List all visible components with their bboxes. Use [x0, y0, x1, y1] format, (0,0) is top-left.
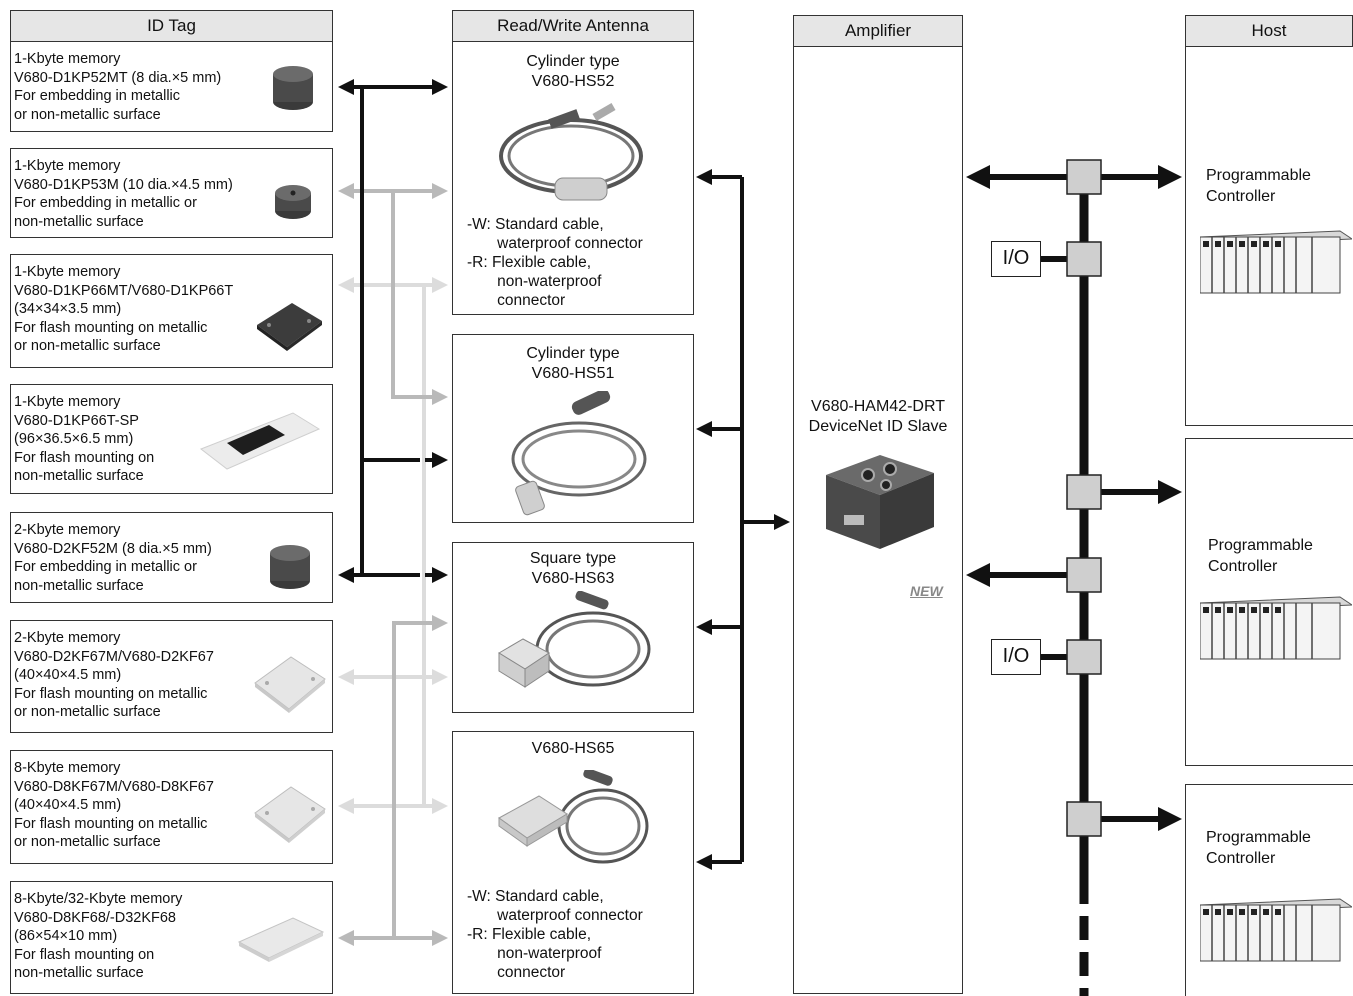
tag-box: 1-Kbyte memory V680-D1KP53M (10 dia.×4.5… — [10, 148, 333, 238]
cylinder-antenna-icon — [511, 391, 647, 516]
tag-box: 2-Kbyte memory V680-D2KF52M (8 dia.×5 mm… — [10, 512, 333, 603]
rect-tag-icon — [237, 917, 325, 962]
round-tag-icon — [273, 66, 313, 110]
antenna-title: Square type V680-HS63 — [529, 550, 617, 587]
amplifier-model: V680-HAM42-DRT DeviceNet ID Slave — [808, 398, 948, 435]
amplifier-box: V680-HAM42-DRT DeviceNet ID Slave NEW — [793, 46, 963, 994]
square-tag-icon — [254, 656, 326, 713]
header-host: Host — [1185, 15, 1353, 47]
tag-box: 1-Kbyte memory V680-D1KP52MT (8 dia.×5 m… — [10, 41, 333, 132]
host-label: Programmable Controller — [1208, 537, 1313, 575]
header-antenna: Read/Write Antenna — [452, 10, 694, 42]
tag-description: 1-Kbyte memory V680-D1KP52MT (8 dia.×5 m… — [14, 51, 222, 123]
tag-box: 1-Kbyte memory V680-D1KP66T-SP (96×36.5×… — [10, 384, 333, 494]
host-label: Programmable Controller — [1206, 167, 1311, 205]
tag-description: 1-Kbyte memory V680-D1KP66T-SP (96×36.5×… — [14, 394, 155, 484]
sealed-tag-icon — [199, 412, 321, 470]
plc-icon — [1200, 596, 1352, 660]
tag-box: 8-Kbyte memory V680-D8KF67M/V680-D8KF67 … — [10, 750, 333, 864]
antenna-box: V680-HS65 -W: Standard cable, waterproof… — [452, 731, 694, 994]
antenna-box: Cylinder type V680-HS51 — [452, 334, 694, 523]
plc-icon — [1200, 230, 1352, 294]
t-connectors — [1066, 159, 1102, 837]
square-tag-icon — [257, 303, 322, 351]
tag-description: 1-Kbyte memory V680-D1KP53M (10 dia.×4.5… — [14, 158, 233, 230]
antenna-title: Cylinder type V680-HS51 — [526, 345, 620, 382]
antenna-box: Square type V680-HS63 — [452, 542, 694, 713]
io-label: I/O — [991, 639, 1041, 675]
antenna-title: V680-HS65 — [531, 740, 615, 757]
plc-icon — [1200, 898, 1352, 962]
round-tag-icon — [275, 185, 311, 219]
antenna-notes: -W: Standard cable, waterproof connector… — [467, 216, 643, 309]
tag-box: 1-Kbyte memory V680-D1KP66MT/V680-D1KP66… — [10, 254, 333, 368]
antenna-amp-links — [696, 169, 790, 870]
square-antenna-icon — [498, 770, 649, 864]
host-box: Programmable Controller — [1185, 46, 1353, 426]
square-antenna-icon — [498, 591, 651, 688]
tag-description: 8-Kbyte/32-Kbyte memory V680-D8KF68/-D32… — [14, 891, 183, 981]
new-badge: NEW — [910, 583, 943, 599]
round-tag-icon — [270, 545, 310, 589]
tag-description: 1-Kbyte memory V680-D1KP66MT/V680-D1KP66… — [14, 264, 234, 354]
antenna-notes: -W: Standard cable, waterproof connector… — [467, 888, 643, 981]
tag-description: 8-Kbyte memory V680-D8KF67M/V680-D8KF67 … — [14, 760, 214, 850]
antenna-box: Cylinder type V680-HS52 -W: Standard cab… — [452, 41, 694, 315]
trunk-branches — [966, 165, 1182, 831]
host-box: Programmable Controller — [1185, 784, 1353, 996]
tag-description: 2-Kbyte memory V680-D2KF67M/V680-D2KF67 … — [14, 630, 214, 720]
tag-box: 2-Kbyte memory V680-D2KF67M/V680-D2KF67 … — [10, 620, 333, 733]
tag-box: 8-Kbyte/32-Kbyte memory V680-D8KF68/-D32… — [10, 881, 333, 994]
header-amplifier: Amplifier — [793, 15, 963, 47]
black-links — [338, 79, 448, 583]
gray-links — [338, 183, 448, 946]
amplifier-unit-icon — [826, 455, 934, 549]
host-box: Programmable Controller — [1185, 438, 1353, 766]
host-label: Programmable Controller — [1206, 829, 1311, 867]
square-tag-icon — [254, 786, 326, 843]
tag-description: 2-Kbyte memory V680-D2KF52M (8 dia.×5 mm… — [14, 522, 212, 594]
light-gray-links — [338, 277, 448, 814]
antenna-title: Cylinder type V680-HS52 — [526, 53, 620, 90]
io-label: I/O — [991, 241, 1041, 277]
cylinder-antenna-icon — [499, 103, 643, 201]
header-id-tag: ID Tag — [10, 10, 333, 42]
